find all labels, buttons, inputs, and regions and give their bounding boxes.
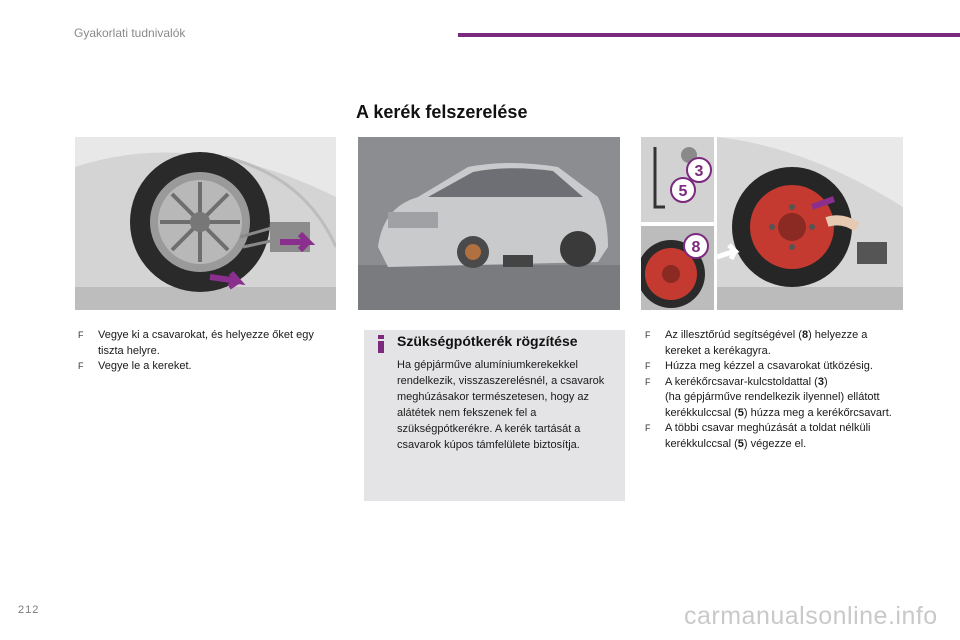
list-item: F Az illesztőrúd segítségével (8) helyez… [645, 328, 905, 359]
page-number: 212 [18, 604, 40, 616]
ref-number: 3 [817, 375, 824, 388]
info-box-title: Szükségpótkerék rögzítése [397, 333, 578, 349]
list-item-text: Vegye le a kereket. [98, 360, 192, 372]
list-item-text: Az illesztőrúd segítségével ( [665, 329, 802, 341]
callout-3: 3 [686, 157, 712, 183]
bullet-marker: F [645, 423, 651, 433]
chapter-accent-bar [458, 33, 960, 37]
ref-number: 8 [801, 329, 809, 341]
list-item: F A kerékőrcsavar-kulcstoldattal (3) [645, 375, 905, 391]
photo-spare-wheel-closeup: 8 [641, 226, 714, 310]
list-item-text: ) helyezze a kereket a kerékagyra. [665, 329, 868, 357]
list-item: F Vegye ki a csavarokat, és helyezze őke… [78, 328, 333, 359]
section-title: A kerék felszerelése [356, 102, 528, 122]
svg-text:3: 3 [695, 163, 704, 180]
svg-text:8: 8 [692, 239, 701, 256]
list-item: F Húzza meg kézzel a csavarokat ütközési… [645, 359, 905, 375]
list-item: F A többi csavar meghúzását a toldat nél… [645, 421, 905, 452]
list-item-continuation: (ha gépjárműve rendelkezik ilyennel) ell… [645, 390, 905, 421]
list-item-text: Vegye ki a csavarokat, és helyezze őket … [98, 329, 314, 357]
info-box-text: Ha gépjárműve alumíniumkerekekkel rendel… [397, 359, 605, 451]
ref-number: 5 [737, 406, 744, 419]
bullet-marker: F [645, 361, 651, 371]
list-item: F Vegye le a kereket. [78, 359, 333, 375]
instruction-list-right: F Az illesztőrúd segítségével (8) helyez… [645, 328, 905, 452]
info-icon [378, 335, 384, 353]
photo-wheel-removal [75, 137, 336, 310]
photo-tools: 3 5 [641, 137, 714, 222]
bullet-marker: F [78, 361, 84, 371]
instruction-list-left: F Vegye ki a csavarokat, és helyezze őke… [78, 328, 333, 375]
bullet-marker: F [645, 376, 651, 387]
chapter-title: Gyakorlati tudnivalók [74, 26, 186, 40]
ref-number: 5 [737, 437, 744, 450]
bullet-marker: F [645, 330, 651, 340]
svg-text:5: 5 [679, 183, 688, 200]
list-item-text: ) húzza meg a kerékőrcsavart. [743, 406, 892, 419]
list-item-text: (ha gépjárműve rendelkezik ilyennel) ell… [665, 391, 880, 419]
watermark: carmanualsonline.info [684, 602, 938, 630]
callout-5: 5 [670, 177, 696, 203]
info-box [364, 330, 625, 501]
photo-mounting-spare-wheel [717, 137, 903, 310]
list-item-text: ) végezze el. [743, 437, 807, 450]
list-item-text: A többi csavar meghúzását a toldat nélkü… [665, 422, 871, 450]
list-item-text: A kerékőrcsavar-kulcstoldattal ( [665, 375, 818, 388]
photo-car-on-jack [358, 137, 620, 310]
bullet-marker: F [78, 330, 84, 340]
list-item-text: Húzza meg kézzel a csavarokat ütközésig. [665, 360, 873, 372]
callout-8: 8 [683, 233, 709, 259]
list-item-text: ) [823, 375, 828, 388]
